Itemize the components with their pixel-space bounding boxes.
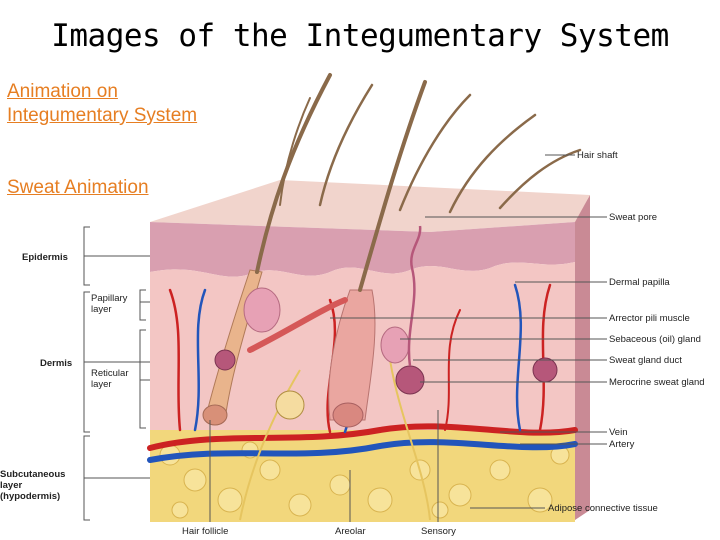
pacinian-corpuscle — [275, 390, 305, 420]
hair-follicle-center — [328, 289, 376, 421]
animation-link-line2: Integumentary System — [7, 105, 198, 126]
sweat-animation-link[interactable]: Sweat Animation — [7, 177, 149, 198]
label-epidermis: Epidermis — [22, 252, 68, 263]
glands — [214, 225, 558, 420]
merocrine-sweat-gland — [395, 365, 425, 395]
nerves — [239, 359, 431, 521]
label-subcutaneous-3: (hypodermis) — [0, 491, 60, 502]
label-hair-shaft: Hair shaft — [577, 150, 618, 161]
label-reticular-1: Reticular — [91, 368, 129, 379]
hair-shafts — [255, 73, 582, 292]
label-adipose: Adipose connective tissue — [548, 503, 658, 514]
skin-surface — [150, 180, 590, 232]
animation-link[interactable]: Animation on Integumentary System — [7, 80, 197, 128]
label-dermis: Dermis — [40, 358, 72, 369]
label-merocrine-sweat-gland: Merocrine sweat gland — [609, 377, 705, 388]
adipose-cells — [159, 441, 570, 519]
label-subcutaneous-2: layer — [0, 480, 22, 491]
label-arrector-pili: Arrector pili muscle — [609, 313, 690, 324]
label-subcutaneous-1: Subcutaneous — [0, 469, 65, 480]
label-papillary-2: layer — [91, 304, 112, 315]
page-title: Images of the Integumentary System — [51, 18, 669, 54]
label-vein: Vein — [609, 427, 628, 438]
vein-vessel — [147, 439, 578, 463]
layer-brackets — [83, 226, 150, 521]
label-sensory: Sensory — [421, 526, 456, 537]
label-sweat-pore: Sweat pore — [609, 212, 657, 223]
label-papillary-1: Papillary — [91, 293, 128, 304]
label-areolar: Areolar — [335, 526, 366, 537]
label-hair-follicle: Hair follicle — [182, 526, 228, 537]
label-reticular-2: layer — [91, 379, 112, 390]
epidermis-layer — [150, 222, 575, 277]
leader-lines — [209, 154, 607, 522]
label-sweat-gland-duct: Sweat gland duct — [609, 355, 682, 366]
sebaceous-gland — [243, 287, 281, 333]
arrector-pili-muscle — [247, 297, 348, 353]
label-dermal-papilla: Dermal papilla — [609, 277, 670, 288]
animation-link-line1: Animation on — [7, 81, 118, 102]
label-sebaceous-gland: Sebaceous (oil) gland — [609, 334, 701, 345]
label-artery: Artery — [609, 439, 635, 450]
